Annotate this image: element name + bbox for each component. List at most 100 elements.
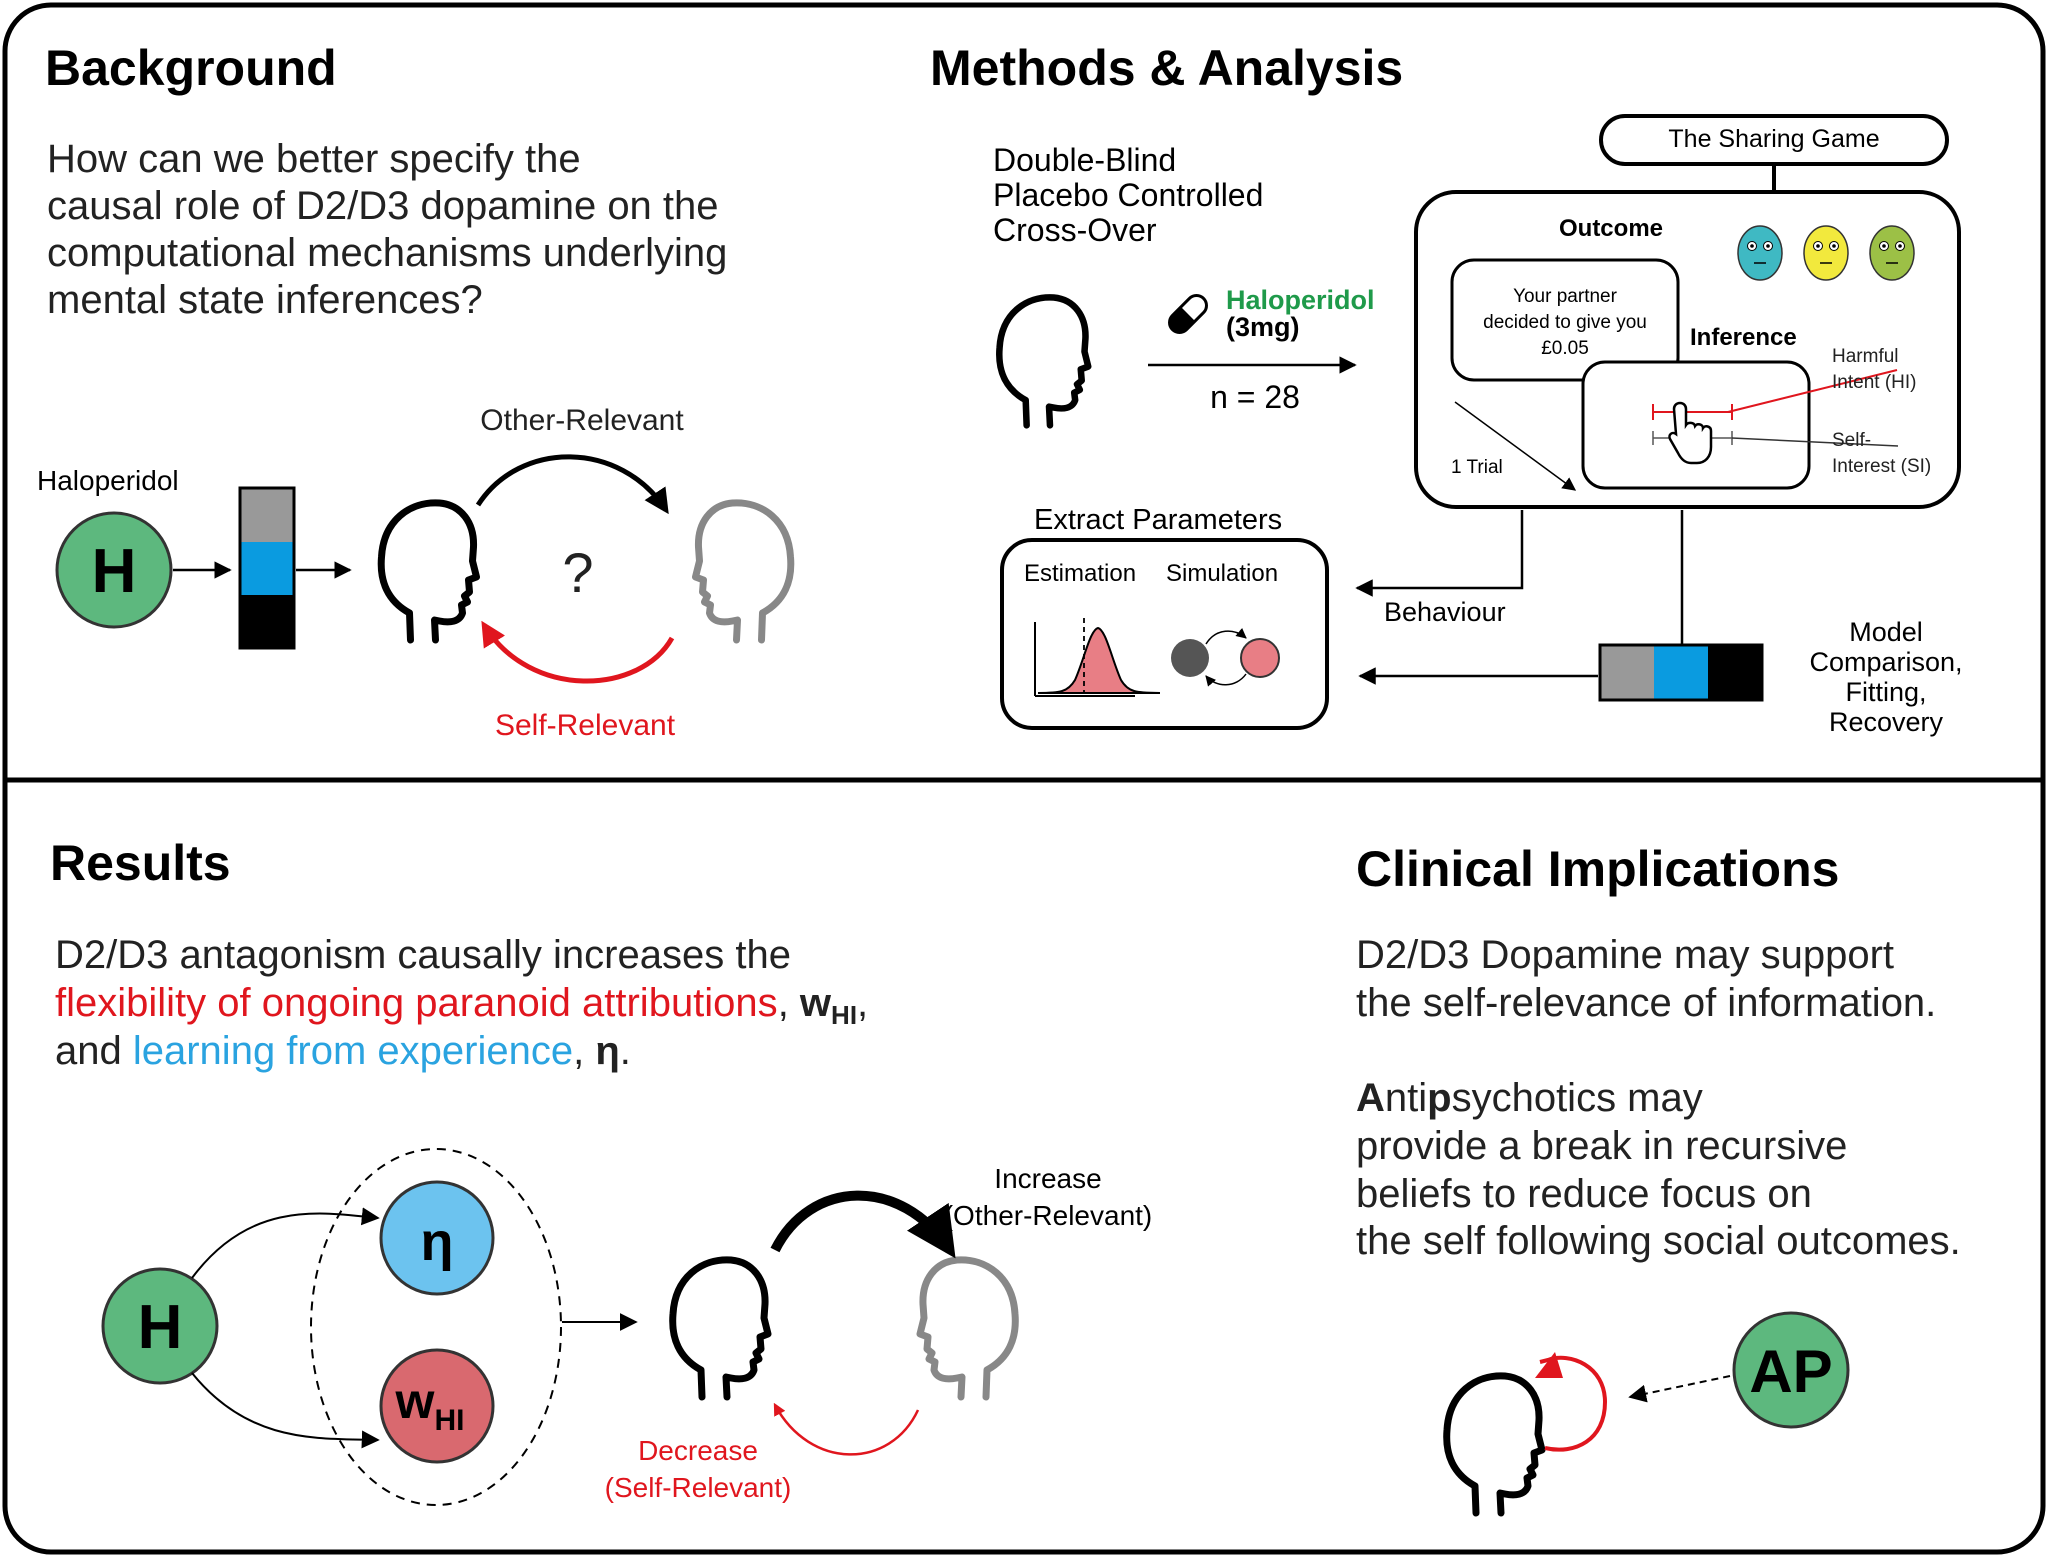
model-text-line-2: Comparison,: [1809, 647, 1962, 677]
recursive-loop-arrow: [1539, 1355, 1608, 1452]
harmful-intent-line-2: Intent (HI): [1832, 372, 1916, 393]
eta-circle: [379, 1180, 495, 1296]
estimation-label: Estimation: [1024, 560, 1136, 587]
other-relevant-label: Other-Relevant: [480, 404, 684, 437]
model-color-bar-horizontal: [1598, 643, 1764, 702]
results-h-symbol: H: [138, 1293, 183, 1362]
para2-mid: nti: [1385, 1076, 1427, 1120]
pill-icon: [1168, 294, 1208, 334]
self-relevant-arrow: [481, 620, 675, 684]
results-line-3-end: .: [620, 1029, 631, 1073]
outcome-message-line-1: Your partner: [1513, 286, 1618, 307]
face-icon-yellow: [1803, 225, 1849, 281]
clinical-heading: Clinical Implications: [1356, 841, 1839, 897]
w-parameter: w: [799, 981, 832, 1025]
ap-letter-p: p: [1427, 1076, 1451, 1120]
self-interest-line-1: Self-: [1832, 430, 1871, 451]
sharing-game-title: The Sharing Game: [1668, 125, 1879, 153]
outcome-message-box: [1450, 258, 1680, 382]
eta-symbol: η: [421, 1212, 454, 1272]
inference-label: Inference: [1690, 324, 1797, 351]
para2-end: sychotics may: [1452, 1076, 1703, 1120]
results-heading: Results: [50, 835, 231, 891]
self-head-icon: [381, 503, 476, 640]
decrease-line-1: Decrease: [638, 1435, 758, 1466]
results-line-3-sep: ,: [573, 1029, 595, 1073]
si-pointer-line: [1731, 437, 1899, 447]
clinical-para1-line-1: D2/D3 Dopamine may support: [1356, 933, 1894, 977]
background-question-line-1: How can we better specify the: [47, 137, 581, 181]
clinical-para1-line-2: the self-relevance of information.: [1356, 981, 1936, 1025]
model-text-line-4: Recovery: [1829, 707, 1944, 737]
results-self-head-icon: [673, 1260, 768, 1397]
ap-letter-a: A: [1356, 1076, 1385, 1120]
outcome-message-line-3: £0.05: [1541, 338, 1589, 359]
ap-dashed-arrow: [1628, 1375, 1731, 1403]
face-icon-green: [1869, 225, 1915, 281]
design-line-2: Placebo Controlled: [993, 177, 1263, 213]
face-icon-teal: [1737, 225, 1783, 281]
decrease-arrow: [773, 1402, 920, 1456]
background-question-line-2: causal role of D2/D3 dopamine on the: [47, 184, 719, 228]
results-line-2-end: ,: [857, 981, 868, 1025]
haloperidol-label: Haloperidol: [37, 465, 179, 496]
learning-phrase: learning from experience: [133, 1029, 573, 1073]
recursive-loop-arrowhead: [1535, 1352, 1563, 1378]
drug-dose: (3mg): [1226, 312, 1300, 342]
question-mark: ?: [562, 541, 593, 604]
ap-symbol: AP: [1749, 1338, 1832, 1405]
results-line-2-sep: ,: [778, 981, 800, 1025]
decrease-line-2: (Self-Relevant): [605, 1472, 792, 1503]
results-line-2: flexibility of ongoing paranoid attribut…: [55, 981, 868, 1030]
increase-arrow: [770, 1190, 956, 1259]
model-text-line-1: Model: [1849, 617, 1923, 647]
other-head-icon: [696, 503, 791, 640]
w-symbol-subscript: HI: [434, 1404, 464, 1437]
drug-name: Haloperidol: [1226, 285, 1375, 315]
hi-pointer-line: [1727, 369, 1898, 413]
results-line-1: D2/D3 antagonism causally increases the: [55, 933, 791, 977]
harmful-intent-line-1: Harmful: [1832, 346, 1899, 367]
clinical-head-icon: [1447, 1376, 1542, 1513]
sample-size: n = 28: [1210, 379, 1300, 415]
behaviour-connector: [1355, 510, 1524, 597]
clinical-section: Clinical Implications D2/D3 Dopamine may…: [1356, 841, 1961, 1513]
other-relevant-arrow: [475, 454, 669, 515]
h-to-w-arrow: [191, 1372, 380, 1449]
clinical-para2-line-1: Antipsychotics may: [1356, 1076, 1703, 1120]
background-heading: Background: [45, 40, 337, 96]
design-line-3: Cross-Over: [993, 212, 1157, 248]
outcome-message-line-2: decided to give you: [1483, 312, 1647, 333]
h-to-eta-arrow: [191, 1207, 380, 1279]
extract-parameters-title: Extract Parameters: [1034, 504, 1282, 536]
background-question-line-4: mental state inferences?: [47, 278, 483, 322]
self-relevant-label: Self-Relevant: [495, 709, 676, 742]
self-interest-line-2: Interest (SI): [1832, 456, 1931, 477]
participant-head-icon: [999, 297, 1088, 425]
simulation-icon: [1171, 627, 1280, 687]
outcome-label: Outcome: [1559, 215, 1663, 242]
h-symbol: H: [92, 537, 137, 606]
results-other-head-icon: [920, 1260, 1015, 1397]
w-parameter-subscript: HI: [831, 1000, 857, 1030]
w-symbol: wHI: [395, 1373, 465, 1437]
trial-label: 1 Trial: [1451, 457, 1503, 478]
model-text-line-3: Fitting,: [1845, 677, 1926, 707]
methods-heading: Methods & Analysis: [930, 40, 1403, 96]
estimation-distribution-plot: [1034, 618, 1161, 697]
clinical-para2-line-3: beliefs to reduce focus on: [1356, 1172, 1812, 1216]
w-symbol-main: w: [395, 1373, 435, 1429]
clinical-para2-line-4: the self following social outcomes.: [1356, 1219, 1961, 1263]
results-line-3: and learning from experience, η.: [55, 1029, 631, 1073]
results-line-3-start: and: [55, 1029, 133, 1073]
w-circle: [379, 1348, 495, 1464]
trial-arrow: [1454, 401, 1577, 491]
eta-parameter: η: [595, 1029, 619, 1073]
increase-line-2: (Other-Relevant): [944, 1200, 1153, 1231]
flexibility-phrase: flexibility of ongoing paranoid attribut…: [55, 981, 778, 1025]
model-color-bar-vertical: [238, 486, 296, 650]
background-section: Background How can we better specify the…: [37, 40, 791, 742]
design-line-1: Double-Blind: [993, 142, 1176, 178]
results-h-circle: [101, 1267, 219, 1385]
